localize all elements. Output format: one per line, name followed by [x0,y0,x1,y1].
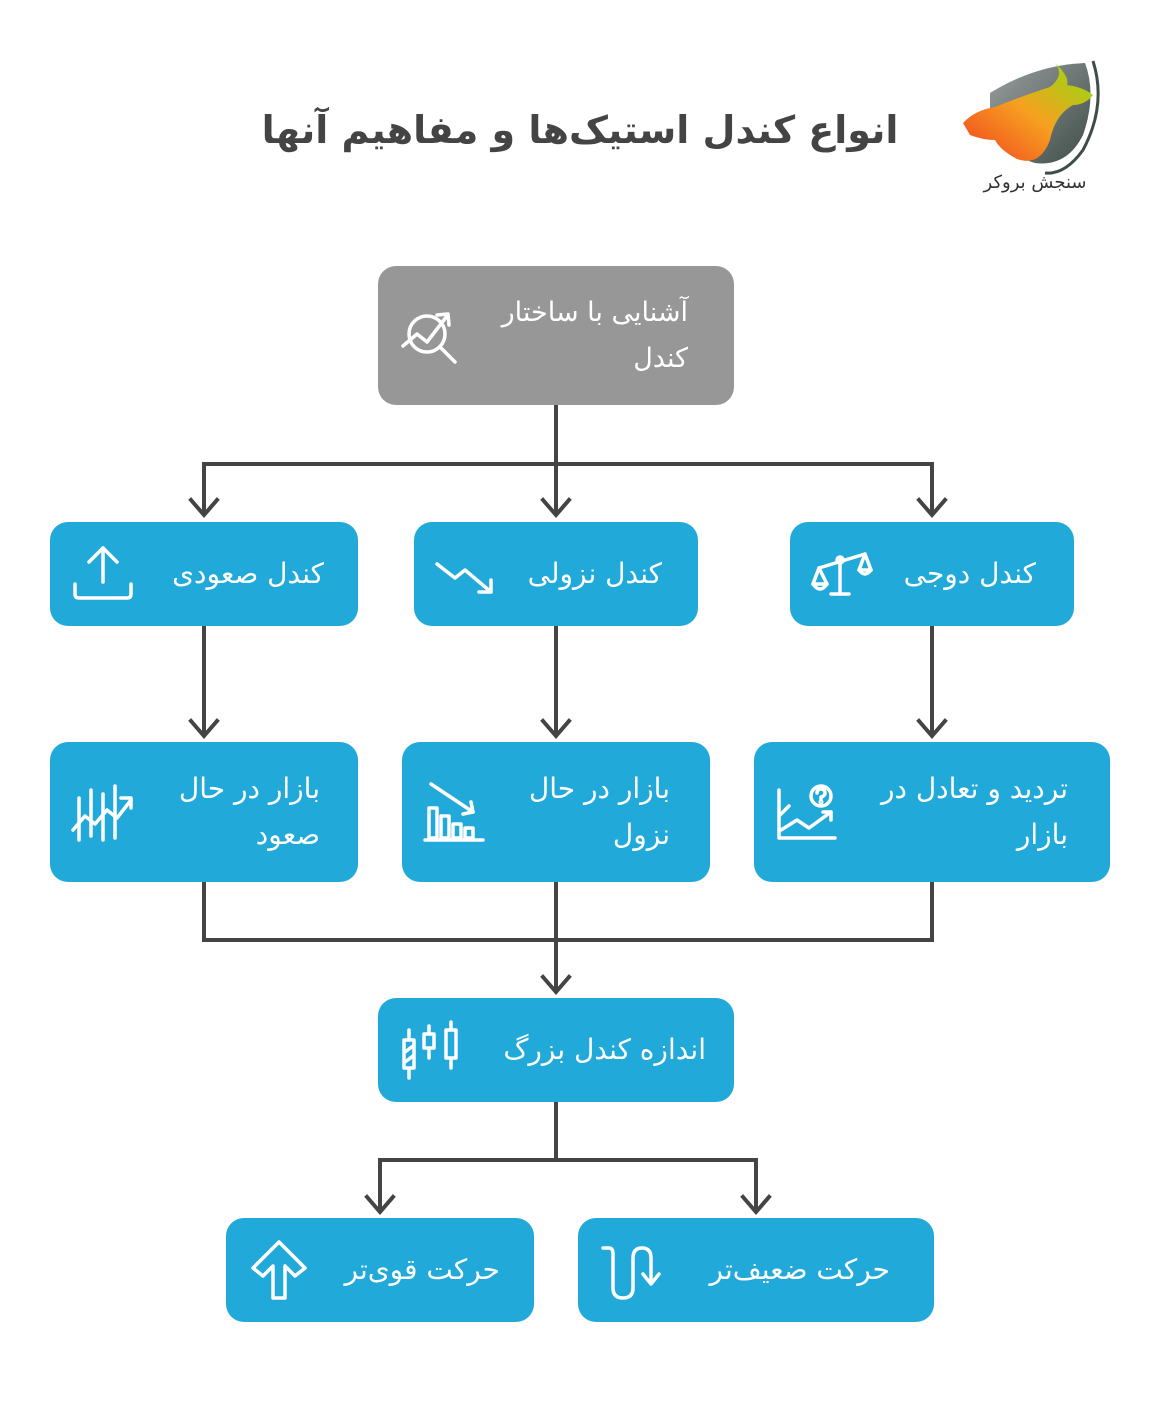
node-rising-market[interactable]: بازار در حال صعود [50,742,358,882]
chart-question-icon [772,777,842,847]
bull-bear-logo-icon [955,55,1105,205]
candlesticks-icon [396,1015,466,1085]
trend-down-icon [432,539,502,609]
winding-arrow-down-icon [596,1235,666,1305]
node-label: کندل نزولی [527,557,662,590]
node-label: اندازه کندل بزرگ [503,1033,706,1066]
arrow-up-outline-icon [244,1235,314,1305]
node-label: حرکت ضعیف‌تر [709,1253,890,1286]
upload-arrow-icon [68,539,138,609]
node-label: کندل دوجی [903,557,1036,590]
node-label: بازار در حال نزول [528,772,670,851]
node-label: تردید و تعادل در بازار [880,772,1068,851]
node-label: حرکت قوی‌تر [344,1253,501,1286]
node-bullish-candle[interactable]: کندل صعودی [50,522,358,626]
node-label: کندل صعودی [172,557,324,590]
chart-search-icon [396,301,466,371]
node-large-candle-size[interactable]: اندازه کندل بزرگ [378,998,734,1102]
node-doji-candle[interactable]: کندل دوجی [790,522,1074,626]
falling-bar-chart-icon [420,777,490,847]
node-label: بازار در حال صعود [178,772,320,851]
node-falling-market[interactable]: بازار در حال نزول [402,742,710,882]
node-weaker-move[interactable]: حرکت ضعیف‌تر [578,1218,934,1322]
node-candle-structure[interactable]: آشنایی با ساختار کندل [378,266,734,405]
rising-market-icon [68,777,138,847]
logo-text: سنجش بروکر [983,172,1087,193]
page-title: انواع کندل استیک‌ها و مفاهیم آنها [261,108,899,152]
balance-scale-icon [808,539,878,609]
node-stronger-move[interactable]: حرکت قوی‌تر [226,1218,534,1322]
node-market-indecision[interactable]: تردید و تعادل در بازار [754,742,1110,882]
node-bearish-candle[interactable]: کندل نزولی [414,522,698,626]
node-label: آشنایی با ساختار کندل [501,296,688,374]
